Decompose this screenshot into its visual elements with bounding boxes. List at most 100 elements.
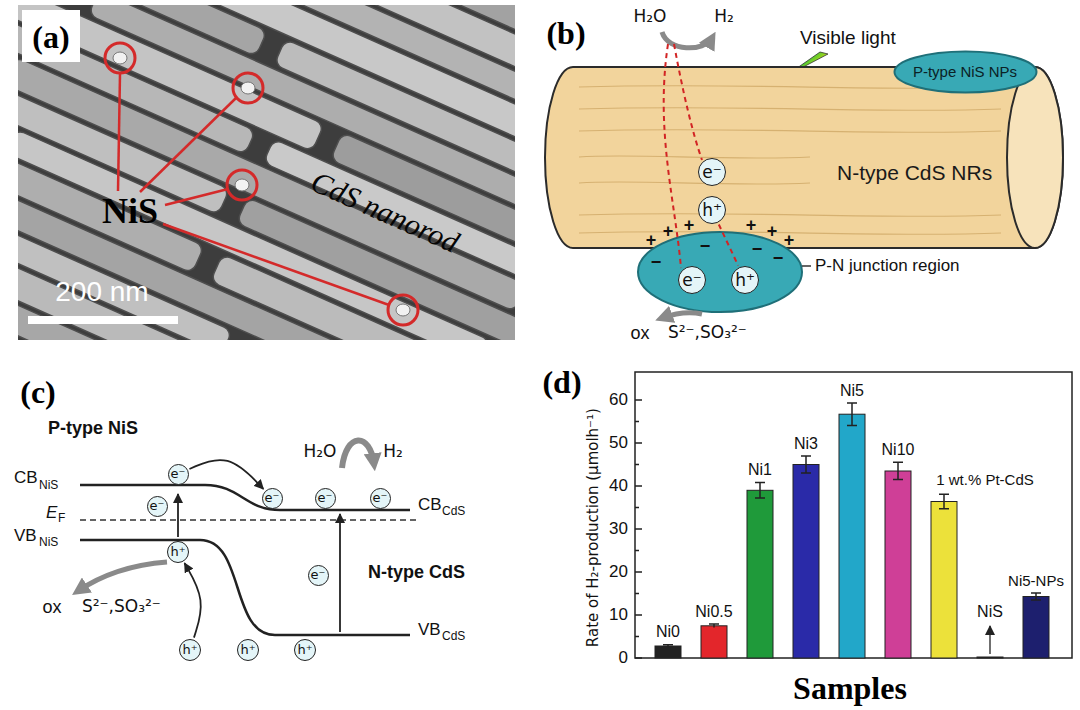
- axis-title-holder: Rate of H₂-production (μmolh⁻¹): [585, 408, 602, 647]
- transfer-arrow: [185, 563, 201, 637]
- band-label: CB: [14, 468, 38, 488]
- band-subscript: NiS: [39, 479, 58, 493]
- ellipse-shape: [894, 52, 1036, 93]
- wood-grain: [579, 130, 1001, 133]
- bar-label: Ni5: [840, 382, 864, 400]
- scale-bar: [28, 316, 178, 324]
- fermi-subscript: F: [58, 512, 65, 526]
- callout-label: P-N junction region: [815, 256, 960, 276]
- species-label-holder: H₂: [383, 442, 403, 462]
- junction-particle: [638, 232, 802, 312]
- band-subscript-holder: CdS: [442, 505, 465, 519]
- bar-label: Ni3: [794, 435, 818, 453]
- reaction-arrow: [342, 440, 374, 468]
- charge-carrier: h⁺: [237, 639, 259, 661]
- band-line: [80, 540, 410, 635]
- charge-carrier: e⁻: [262, 488, 283, 509]
- band-label: CB: [418, 495, 442, 515]
- light-label: Visible light: [800, 27, 896, 49]
- charge-sign-holder: +: [684, 215, 695, 236]
- charge-carrier: e⁻: [698, 158, 726, 186]
- carrier-symbol: e⁻: [150, 499, 165, 513]
- carrier-path: [674, 44, 702, 160]
- charge-carrier: h⁺: [167, 541, 189, 563]
- charge-sign: −: [752, 239, 763, 260]
- particle-ellipse: P-type NiS NPs: [893, 50, 1038, 94]
- charge-sign-holder: +: [784, 230, 795, 251]
- band-subscript: CdS: [442, 630, 465, 644]
- bar: [885, 471, 911, 658]
- tick-label: 30: [609, 519, 628, 539]
- band-label: VB: [418, 620, 441, 640]
- band-line: [80, 485, 410, 635]
- highlight-circle: [105, 43, 135, 73]
- species-label-holder: S²⁻,SO₃²⁻: [668, 323, 747, 343]
- carrier-symbol: e⁻: [373, 491, 388, 505]
- bar: [793, 465, 819, 659]
- tick-label: 60: [609, 390, 628, 410]
- nanorod: [240, 339, 515, 340]
- tick-label: 0: [619, 648, 628, 668]
- charge-sign-holder: +: [663, 221, 674, 242]
- carrier-symbol: e⁻: [702, 163, 721, 182]
- band-line: [80, 485, 410, 510]
- tick-label: 10: [609, 605, 628, 625]
- species-label: H₂O: [304, 442, 337, 462]
- charge-sign: +: [746, 215, 757, 236]
- band-subscript: CdS: [442, 505, 465, 519]
- panel-letter-box: [22, 10, 80, 62]
- highlight-circle: [227, 170, 257, 200]
- tick-label: 20: [609, 562, 628, 582]
- bar-label: 1 wt.% Pt-CdS: [936, 471, 1034, 488]
- species-label-holder: H₂: [714, 7, 734, 27]
- tick-label-holder: 20: [609, 562, 628, 582]
- carrier-symbol: e⁻: [311, 568, 326, 582]
- material-label-holder: CdS nanorod: [306, 164, 464, 260]
- bar-label-holder: Ni10: [882, 441, 915, 459]
- wood-grain: [579, 182, 810, 184]
- band-subscript: NiS: [39, 536, 58, 550]
- particle-label: P-type NiS NPs: [913, 64, 1017, 81]
- species-label: ox: [630, 323, 649, 344]
- band-label: VB: [14, 526, 37, 546]
- bar-label: Ni5-NPs: [1008, 572, 1064, 589]
- bar-label: Ni1: [748, 461, 772, 479]
- pointer-arrow: [989, 626, 990, 654]
- tick-label-holder: 60: [609, 390, 628, 410]
- species-label: S²⁻,SO₃²⁻: [82, 597, 161, 617]
- nanorod-cylinder: e⁻h⁺N-type CdS NRs: [545, 65, 1065, 250]
- bar-label-holder: Ni0.5: [695, 603, 732, 621]
- highlight-circle: [233, 73, 263, 103]
- bar-label-holder: NiS: [977, 603, 1003, 621]
- charge-carrier: e⁻: [315, 488, 336, 509]
- nis-particle: [235, 179, 249, 191]
- fermi-label-holder: E: [46, 503, 57, 523]
- highlight-circle: [105, 43, 418, 325]
- band-label-holder: VB: [14, 526, 37, 546]
- leader-line: [163, 224, 389, 305]
- material-label-holder: P-type NiS: [48, 418, 138, 439]
- sem-micrograph: [18, 5, 515, 340]
- charge-sign-holder: +: [646, 230, 657, 251]
- bar: [701, 626, 727, 658]
- band-label-holder: CB: [418, 495, 442, 515]
- nis-particle: [396, 304, 410, 316]
- wood-grain: [579, 214, 1001, 217]
- band-label-holder: CB: [14, 468, 38, 488]
- material-label: N-type CdS: [368, 562, 465, 583]
- leader-line: [118, 74, 120, 191]
- bar-label-holder: 1 wt.% Pt-CdS: [936, 471, 1034, 488]
- leader-line: [802, 265, 811, 267]
- panel-letter-holder: (c): [20, 374, 56, 411]
- species-label: H₂: [383, 442, 403, 462]
- bar-label-holder: Ni0: [656, 623, 680, 641]
- excitation-arrow: [177, 494, 179, 537]
- species-label-holder: H₂O: [634, 7, 667, 27]
- bar: [655, 646, 681, 658]
- nis-particle: [241, 82, 255, 94]
- panel-letter-holder: (b): [546, 15, 585, 52]
- nanorod: [18, 276, 367, 340]
- charge-sign-holder: +: [767, 221, 778, 242]
